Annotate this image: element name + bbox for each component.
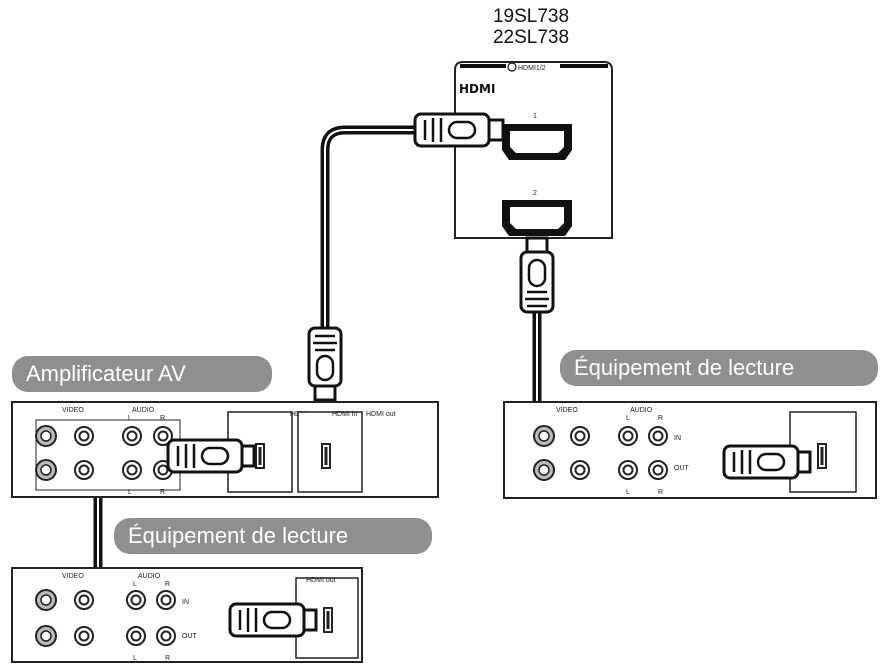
tv-hdmi-panel: HDMI1/2 HDMI 1 2 bbox=[454, 61, 613, 239]
amp-video-in[interactable] bbox=[74, 426, 94, 446]
amp-hdmi-in-label: HDMI in bbox=[332, 411, 357, 418]
pr-audio-r-in[interactable] bbox=[648, 426, 668, 446]
pl-r-top: R bbox=[165, 581, 170, 588]
pl-hdmi-out-label: HDMI out bbox=[306, 577, 336, 584]
tv-model-2: 22SL738 bbox=[492, 27, 570, 48]
hdmi-plug-player-right[interactable] bbox=[722, 444, 812, 480]
pr-out: OUT bbox=[674, 465, 690, 472]
pr-audio-l-out[interactable] bbox=[618, 460, 638, 480]
amp-l-bottom: L bbox=[128, 489, 132, 496]
pl-video-label: VIDEO bbox=[62, 573, 84, 580]
hdmi-plug-amp-out[interactable] bbox=[166, 438, 256, 474]
pl-audio-r-out[interactable] bbox=[156, 626, 176, 646]
amp-hdmi-in-port[interactable] bbox=[321, 443, 331, 469]
amp-hdmi-out-2-label: HDMI out bbox=[366, 411, 396, 418]
pr-video-in[interactable] bbox=[570, 426, 590, 446]
pr-r-top: R bbox=[658, 415, 663, 422]
pr-video-out[interactable] bbox=[570, 460, 590, 480]
pl-svideo-out[interactable] bbox=[35, 625, 57, 647]
player-left-panel: VIDEO AUDIO L R IN OUT L R HDMI out bbox=[11, 567, 363, 663]
amp-r-bottom: R bbox=[160, 489, 165, 496]
amp-audio-l-out[interactable] bbox=[122, 460, 142, 480]
pl-audio-l-out[interactable] bbox=[126, 626, 146, 646]
pl-audio-label: AUDIO bbox=[138, 573, 161, 580]
player-right-panel: VIDEO AUDIO L R IN OUT L R bbox=[503, 401, 877, 499]
tv-port-1-label: 1 bbox=[533, 113, 537, 120]
player-right-label: Équipement de lecture bbox=[560, 350, 878, 386]
pl-video-out[interactable] bbox=[74, 626, 94, 646]
pr-svideo-out[interactable] bbox=[533, 459, 555, 481]
pr-in: IN bbox=[674, 435, 681, 442]
amp-svideo-in[interactable] bbox=[35, 425, 57, 447]
cable-tv-amp bbox=[320, 125, 420, 335]
pr-svideo-in[interactable] bbox=[533, 425, 555, 447]
amp-r-top: R bbox=[160, 415, 165, 422]
pl-audio-l-in[interactable] bbox=[126, 590, 146, 610]
tv-port-group-label: HDMI1/2 bbox=[518, 65, 546, 72]
pr-l-top: L bbox=[626, 415, 630, 422]
hdmi-logo: HDMI bbox=[459, 82, 495, 96]
pl-out: OUT bbox=[182, 633, 198, 640]
hdmi-plug-player-left[interactable] bbox=[228, 602, 318, 638]
pl-audio-r-in[interactable] bbox=[156, 590, 176, 610]
pl-svideo-in[interactable] bbox=[35, 589, 57, 611]
player-left-label: Équipement de lecture bbox=[114, 518, 432, 554]
pr-hdmi-out-port[interactable] bbox=[817, 443, 827, 469]
pl-video-in[interactable] bbox=[74, 590, 94, 610]
pl-l-bottom: L bbox=[133, 655, 137, 662]
hdmi-plug-tv-2[interactable] bbox=[519, 236, 555, 314]
amplifier-label: Amplificateur AV bbox=[12, 356, 272, 392]
pl-r-bottom: R bbox=[165, 655, 170, 662]
pr-audio-r-out[interactable] bbox=[648, 460, 668, 480]
hdmi-plug-amp-in[interactable] bbox=[307, 326, 343, 402]
amp-l-top: L bbox=[128, 415, 132, 422]
hdmi-plug-tv-1[interactable] bbox=[413, 112, 505, 148]
pl-in: IN bbox=[182, 599, 189, 606]
amp-audio-label: AUDIO bbox=[132, 407, 155, 414]
amp-hdmi-out-port[interactable] bbox=[255, 443, 265, 469]
tv-model-label: 19SL738 22SL738 bbox=[476, 6, 586, 48]
pr-audio-label: AUDIO bbox=[630, 407, 653, 414]
tv-model-1: 19SL738 bbox=[492, 6, 570, 27]
pl-l-top: L bbox=[133, 581, 137, 588]
pr-r-bottom: R bbox=[658, 489, 663, 496]
amp-video-out[interactable] bbox=[74, 460, 94, 480]
amp-video-label: VIDEO bbox=[62, 407, 84, 414]
hdmi-input-icon bbox=[507, 62, 517, 72]
pl-hdmi-out-port[interactable] bbox=[323, 607, 333, 633]
amp-svideo-out[interactable] bbox=[35, 459, 57, 481]
tv-port-2-label: 2 bbox=[533, 190, 537, 197]
pr-l-bottom: L bbox=[626, 489, 630, 496]
amp-audio-l-in[interactable] bbox=[122, 426, 142, 446]
pr-audio-l-in[interactable] bbox=[618, 426, 638, 446]
pr-video-label: VIDEO bbox=[556, 407, 578, 414]
